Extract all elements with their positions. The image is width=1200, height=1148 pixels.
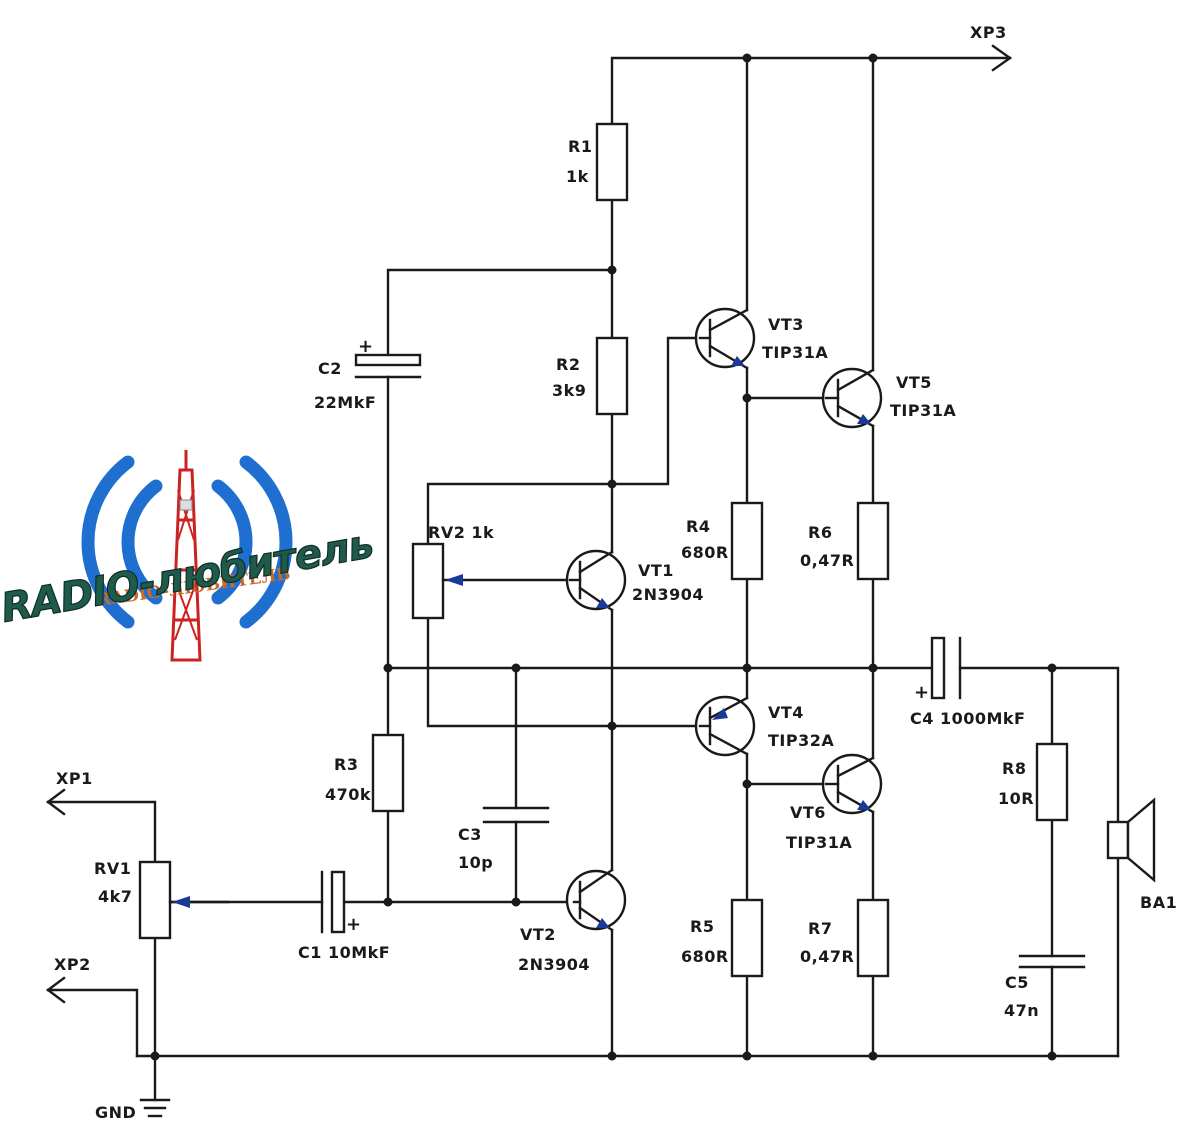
label-rv1-value: 4k7: [98, 887, 132, 906]
label-r7-ref: R7: [808, 919, 832, 938]
transistor-vt2: [565, 868, 627, 932]
resistor-r3: [371, 733, 405, 813]
capacitor-c3: [482, 806, 550, 824]
transistor-vt4: [694, 695, 756, 757]
label-ba1: BA1: [1140, 893, 1177, 912]
svg-text:+: +: [358, 336, 374, 357]
label-vt5-type: TIP31A: [890, 401, 956, 420]
label-vt6-ref: VT6: [790, 803, 826, 822]
label-vt4-type: TIP32A: [768, 731, 834, 750]
label-r4-ref: R4: [686, 517, 710, 536]
label-rv1-ref: RV1: [94, 859, 131, 878]
capacitor-c1: +: [320, 870, 362, 935]
label-vt1-ref: VT1: [638, 561, 674, 580]
label-r6-ref: R6: [808, 523, 832, 542]
wires: [46, 44, 1120, 1102]
label-r2-ref: R2: [556, 355, 580, 374]
potentiometer-rv1: [138, 860, 230, 940]
label-vt3-ref: VT3: [768, 315, 804, 334]
label-r8-ref: R8: [1002, 759, 1026, 778]
label-c4: C4 1000MkF: [910, 709, 1025, 728]
label-gnd: GND: [95, 1103, 136, 1122]
label-vt2-ref: VT2: [520, 925, 556, 944]
label-r5-value: 680R: [681, 947, 729, 966]
label-vt2-type: 2N3904: [518, 955, 590, 974]
label-c5-value: 47n: [1004, 1001, 1039, 1020]
label-r6-value: 0,47R: [800, 551, 854, 570]
label-c1: C1 10MkF: [298, 943, 390, 962]
label-r5-ref: R5: [690, 917, 714, 936]
label-r2-value: 3k9: [552, 381, 586, 400]
label-vt4-ref: VT4: [768, 703, 804, 722]
svg-text:+: +: [914, 682, 930, 703]
label-r1-value: 1k: [566, 167, 589, 186]
resistor-r1: [595, 122, 629, 202]
label-vt1-type: 2N3904: [632, 585, 704, 604]
label-r4-value: 680R: [681, 543, 729, 562]
label-r8-value: 10R: [998, 789, 1034, 808]
transistor-vt3: [694, 307, 756, 370]
label-vt6-type: TIP31A: [786, 833, 852, 852]
label-xp3: XP3: [970, 23, 1007, 42]
resistor-r7: [856, 898, 890, 978]
label-c5-ref: C5: [1005, 973, 1029, 992]
label-r7-value: 0,47R: [800, 947, 854, 966]
label-c2-ref: C2: [318, 359, 342, 378]
radio-lyubitel-logo: RADIO-ЛЮБИТЕЛЬ RADIO-любитель: [0, 450, 377, 662]
potentiometer-rv2: [411, 542, 572, 620]
speaker-ba1: [1106, 797, 1156, 883]
radio-waves-icon: [81, 455, 293, 629]
label-xp2: XP2: [54, 955, 91, 974]
label-vt5-ref: VT5: [896, 373, 932, 392]
resistor-r2: [595, 336, 629, 416]
junction-dots: [150, 53, 1057, 1061]
resistor-r8: [1035, 742, 1069, 822]
label-vt3-type: TIP31A: [762, 343, 828, 362]
resistor-r5: [730, 898, 764, 978]
ground-symbol: [139, 1098, 171, 1118]
label-rv2: RV2 1k: [428, 523, 494, 542]
transistor-vt5: [821, 367, 883, 429]
labels: XP3 XP1 XP2 GND BA1 R1 1k R2 3k9 R3 470k…: [54, 23, 1177, 1122]
label-r3-ref: R3: [334, 755, 358, 774]
capacitor-c5: [1018, 954, 1086, 969]
tower-icon: [170, 450, 202, 662]
label-c3-value: 10p: [458, 853, 493, 872]
svg-text:+: +: [346, 914, 362, 935]
label-r1-ref: R1: [568, 137, 592, 156]
label-c2-value: 22MkF: [314, 393, 376, 412]
resistor-r6: [856, 501, 890, 581]
capacitor-c4: +: [914, 636, 962, 703]
label-xp1: XP1: [56, 769, 93, 788]
transistor-vt1: [565, 549, 627, 612]
capacitor-c2: +: [354, 336, 422, 379]
label-c3-ref: C3: [458, 825, 482, 844]
resistor-r4: [730, 501, 764, 581]
label-r3-value: 470k: [325, 785, 371, 804]
transistor-vt6: [821, 753, 883, 815]
